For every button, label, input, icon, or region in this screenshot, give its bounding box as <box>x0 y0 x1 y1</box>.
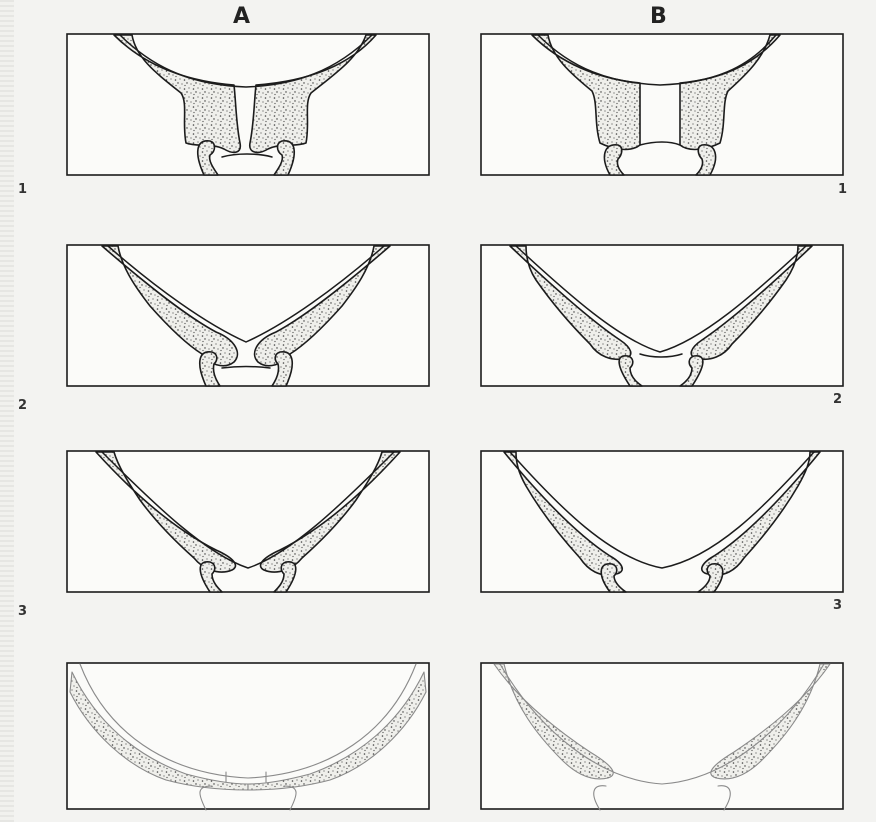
row-label-a-1: 1 <box>18 182 27 197</box>
row-label-a-2: 2 <box>18 398 27 413</box>
panel-a-4 <box>66 662 430 812</box>
panel-b-3 <box>480 450 844 595</box>
panel-a-2 <box>66 244 430 389</box>
row-label-b-2: 2 <box>833 392 842 407</box>
row-label-a-3: 3 <box>18 604 27 619</box>
panel-b-2 <box>480 244 844 389</box>
panel-a-1 <box>66 33 430 178</box>
panel-a-3 <box>66 450 430 595</box>
column-heading-a: A <box>233 4 250 29</box>
left-edge-scan-strip <box>0 0 14 822</box>
row-label-b-1: 1 <box>838 182 847 197</box>
row-label-b-3: 3 <box>833 598 842 613</box>
panel-b-1 <box>480 33 844 178</box>
column-heading-b: B <box>650 4 667 29</box>
panel-b-4 <box>480 662 844 812</box>
